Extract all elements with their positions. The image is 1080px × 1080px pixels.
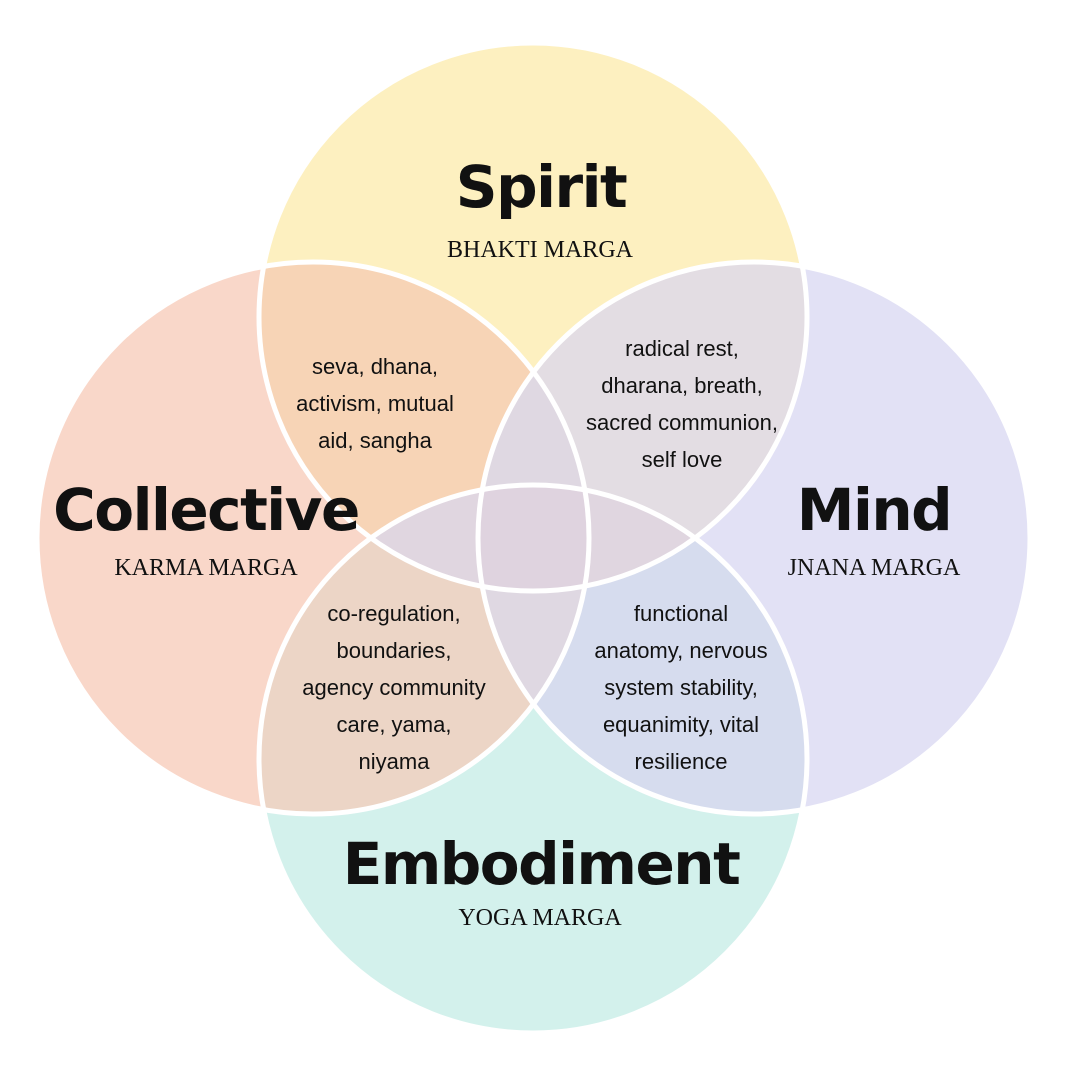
collective-subtitle: KARMA MARGA [114, 555, 298, 581]
mind-title: Mind [796, 476, 953, 544]
spirit-title: Spirit [455, 153, 628, 221]
spirit-collective-text: seva, dhana, activism, mutual aid, sangh… [296, 354, 454, 453]
embodiment-mind-text: functional anatomy, nervous system stabi… [594, 601, 768, 774]
embodiment-title: Embodiment [342, 830, 741, 898]
embodiment-subtitle: YOGA MARGA [458, 905, 622, 931]
spirit-subtitle: BHAKTI MARGA [447, 237, 633, 263]
embodiment-collective-text: co-regulation, boundaries, agency commun… [302, 601, 486, 774]
mind-subtitle: JNANA MARGA [787, 555, 961, 581]
spirit-mind-text: radical rest, dharana, breath, sacred co… [586, 336, 778, 472]
collective-title: Collective [53, 476, 360, 544]
circle-outlines [34, 40, 1033, 1036]
